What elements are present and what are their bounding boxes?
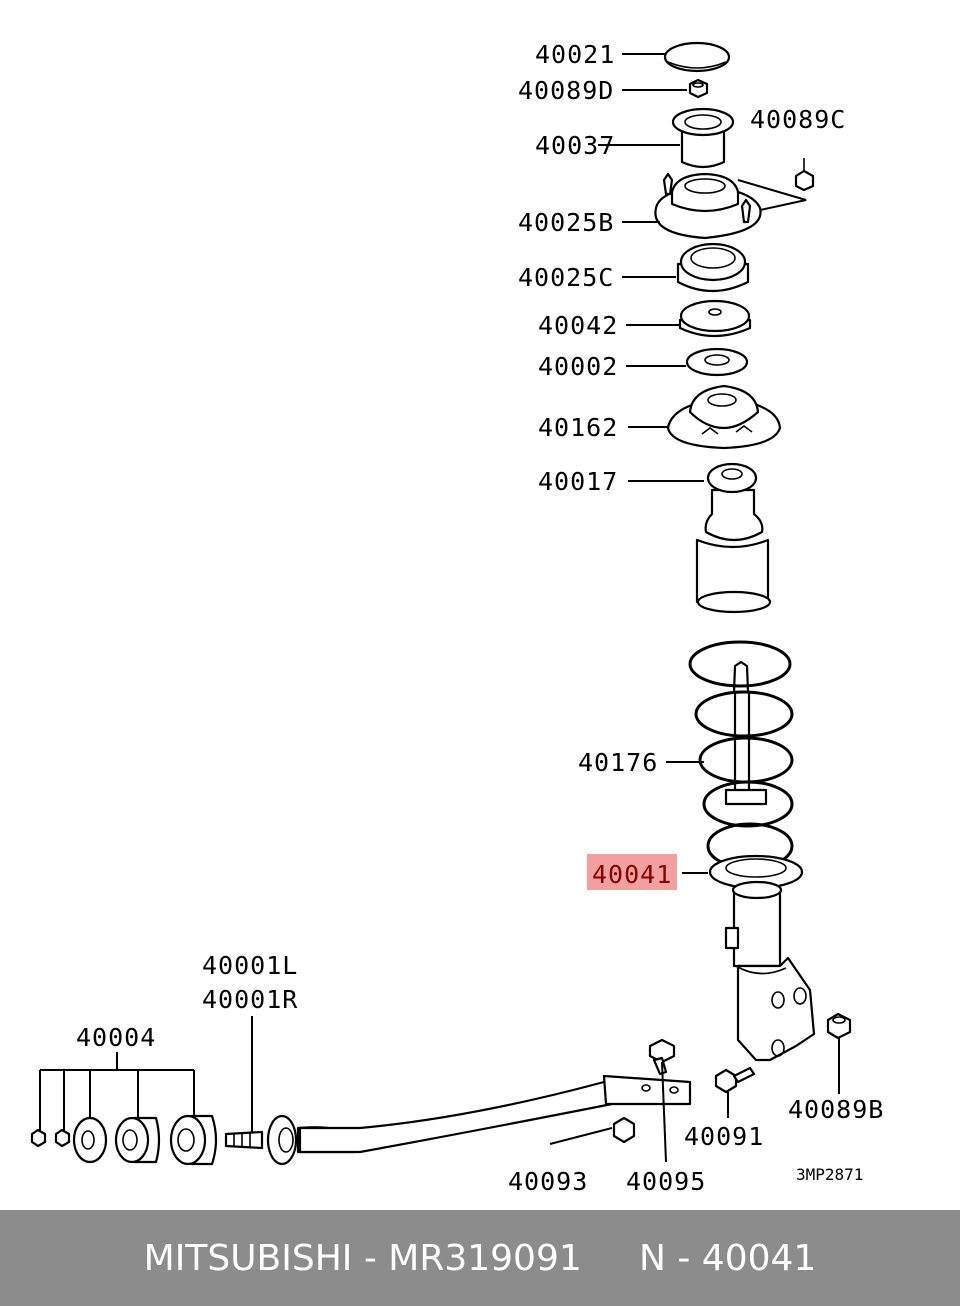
leader-40089C xyxy=(737,179,807,215)
part-shock-absorber-body xyxy=(724,880,816,1062)
label-40041[interactable]: 40041 xyxy=(592,860,672,889)
label-40021[interactable]: 40021 xyxy=(535,40,615,69)
part-40025C-bearing[interactable] xyxy=(676,242,750,292)
part-40162-upper-seat[interactable] xyxy=(666,384,782,450)
label-40042[interactable]: 40042 xyxy=(538,311,618,340)
label-40025C[interactable]: 40025C xyxy=(518,263,614,292)
label-40001R[interactable]: 40001R xyxy=(202,985,298,1014)
leader-40004 xyxy=(39,1052,195,1132)
highlight-box-40041 xyxy=(587,854,677,890)
part-40017-dust-boot[interactable] xyxy=(695,462,772,614)
part-40093-nut[interactable] xyxy=(612,1116,636,1144)
label-40176[interactable]: 40176 xyxy=(578,748,658,777)
part-40089C-nut[interactable] xyxy=(794,158,815,192)
part-40002-washer[interactable] xyxy=(685,347,749,377)
part-40021-cap[interactable] xyxy=(663,41,731,73)
label-40089B[interactable]: 40089B xyxy=(788,1095,884,1124)
label-40089D[interactable]: 40089D xyxy=(518,76,614,105)
label-40095[interactable]: 40095 xyxy=(626,1167,706,1196)
label-40002[interactable]: 40002 xyxy=(538,352,618,381)
footer-bar: MITSUBISHI - MR319091 N - 40041 xyxy=(0,1210,960,1306)
parts-diagram: 40021 40089D 40037 40089C 40025B 40025C xyxy=(30,40,884,1196)
part-40025B-strut-mount[interactable] xyxy=(654,172,762,240)
label-40025B[interactable]: 40025B xyxy=(518,208,614,237)
label-40093[interactable]: 40093 xyxy=(508,1167,588,1196)
part-40089D-nut[interactable] xyxy=(688,78,709,99)
drawing-code: 3MP2871 xyxy=(796,1165,863,1184)
label-40017[interactable]: 40017 xyxy=(538,467,618,496)
exploded-view-svg: 40021 40089D 40037 40089C 40025B 40025C xyxy=(30,40,884,1196)
leader-40095 xyxy=(661,1061,667,1163)
label-40001L[interactable]: 40001L xyxy=(202,951,298,980)
part-40089B-nut[interactable] xyxy=(826,1012,852,1040)
part-40176-coil-spring[interactable] xyxy=(688,640,794,870)
part-40037-bushing[interactable] xyxy=(671,107,735,169)
label-40162[interactable]: 40162 xyxy=(538,413,618,442)
footer-part-info: MITSUBISHI - MR319091 N - 40041 xyxy=(143,1237,817,1279)
part-40042-spring-seat[interactable] xyxy=(678,299,752,338)
label-40089C[interactable]: 40089C xyxy=(750,105,846,134)
leader-40093 xyxy=(549,1127,613,1145)
part-40001-stabilizer-link[interactable] xyxy=(224,1074,692,1166)
part-40004-bushing-set[interactable] xyxy=(30,1114,218,1166)
label-40091[interactable]: 40091 xyxy=(684,1122,764,1151)
label-40004[interactable]: 40004 xyxy=(76,1023,156,1052)
part-40091-bolt[interactable] xyxy=(714,1066,756,1094)
label-40037[interactable]: 40037 xyxy=(535,131,615,160)
